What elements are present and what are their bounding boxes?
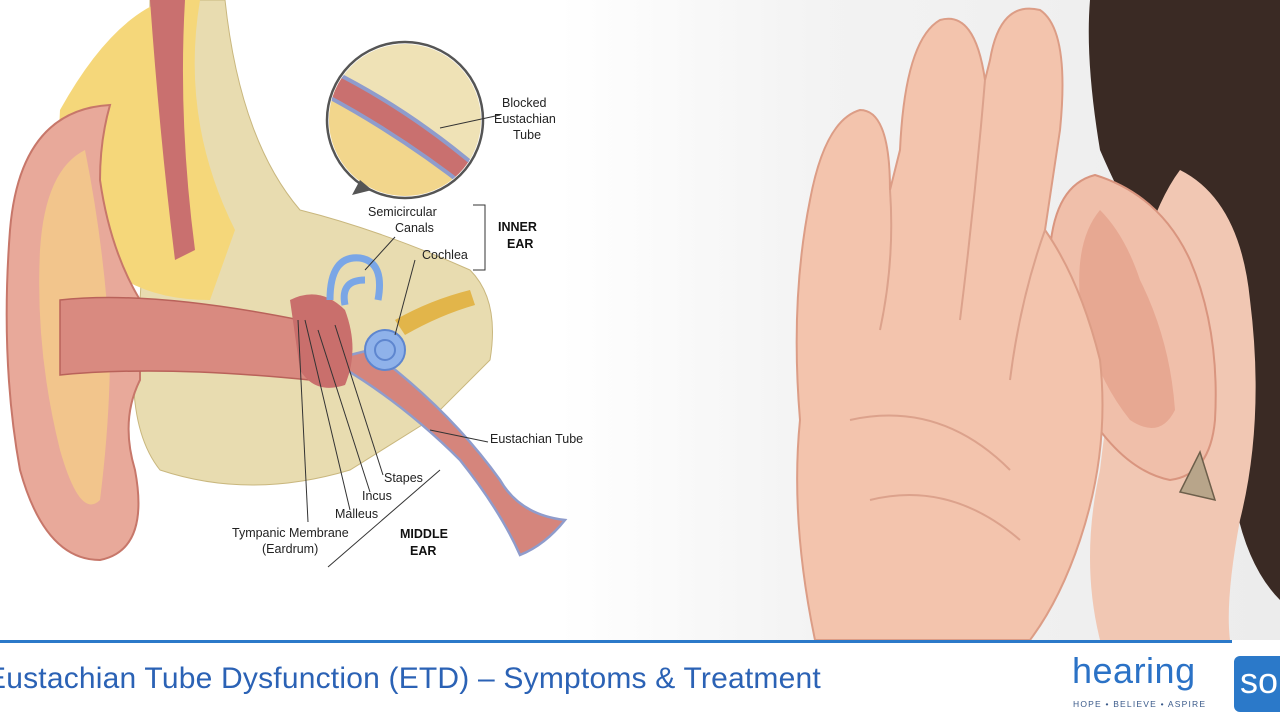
- hand: [795, 7, 1104, 640]
- label-blocked-1: Blocked: [502, 96, 547, 110]
- page-title: Eustachian Tube Dysfunction (ETD) – Symp…: [0, 662, 821, 695]
- cochlea-shape: [364, 329, 406, 371]
- label-semicircular-2: Canals: [395, 221, 434, 235]
- label-blocked-3: Tube: [513, 128, 541, 142]
- brand-tagline: HOPE • BELIEVE • ASPIRE: [1073, 699, 1207, 709]
- inset-pointer: [352, 180, 372, 195]
- brand-logo-box: so: [1234, 656, 1280, 712]
- ear-anatomy-diagram: Blocked Eustachian Tube Semicircular Can…: [5, 0, 583, 568]
- label-inner-ear-1: INNER: [498, 220, 537, 234]
- label-cochlea: Cochlea: [422, 248, 468, 262]
- finger-creases: [849, 79, 1046, 541]
- label-tympanic-2: (Eardrum): [262, 542, 318, 556]
- footer-rule: [0, 640, 1232, 643]
- inner-ear-structures: [326, 254, 383, 306]
- label-malleus: Malleus: [335, 507, 378, 521]
- leader-lines: [297, 114, 501, 568]
- brand-logo-word: hearing: [1072, 650, 1196, 691]
- hand-ear-photo: [795, 0, 1280, 640]
- label-tympanic-1: Tympanic Membrane: [232, 526, 349, 540]
- earring: [1178, 450, 1217, 502]
- ear-inner-fold: [1079, 210, 1175, 428]
- label-middle-ear-1: MIDDLE: [400, 527, 448, 541]
- label-middle-ear-2: EAR: [410, 544, 436, 558]
- label-stapes: Stapes: [384, 471, 423, 485]
- cochlea-spiral: [374, 339, 396, 361]
- auditory-nerve: [395, 290, 475, 335]
- brand-logo-box-text: so: [1240, 660, 1279, 701]
- muscle-band: [150, 0, 195, 260]
- footer: [0, 640, 1280, 720]
- eustachian-tube: [326, 348, 568, 557]
- label-eustachian-tube: Eustachian Tube: [490, 432, 583, 446]
- label-incus: Incus: [362, 489, 392, 503]
- label-semicircular-1: Semicircular: [368, 205, 437, 219]
- label-inner-ear-2: EAR: [507, 237, 533, 251]
- label-blocked-2: Eustachian: [494, 112, 556, 126]
